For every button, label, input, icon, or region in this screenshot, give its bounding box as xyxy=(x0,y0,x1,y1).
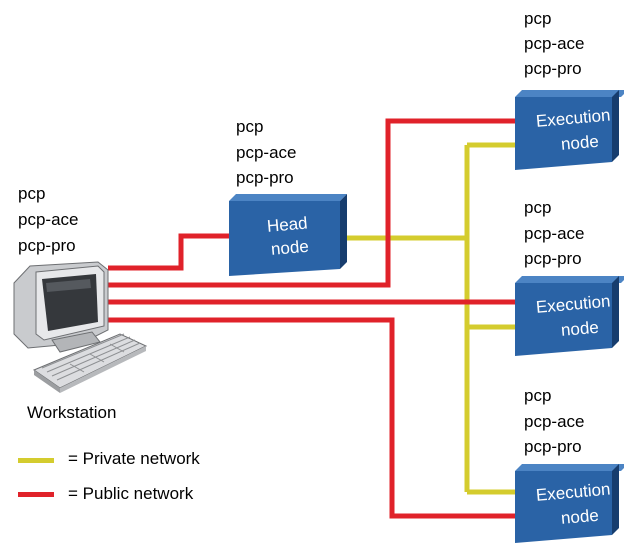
head-node-package-1: pcp xyxy=(236,117,264,136)
legend-public-swatch xyxy=(18,492,54,497)
legend-public-label: = Public network xyxy=(68,484,194,503)
keyboard-front-edge xyxy=(60,346,146,393)
public-link-ws-exec1 xyxy=(108,118,516,288)
execution-node-3[interactable] xyxy=(515,464,624,543)
workstation-package-2: pcp-ace xyxy=(18,210,79,229)
keyboard-front xyxy=(34,370,60,393)
workstation-package-3: pcp-pro xyxy=(18,236,76,255)
public-network-links xyxy=(108,118,516,519)
private-network-links xyxy=(345,142,516,495)
exec-node-1-label-line2: node xyxy=(560,131,600,154)
exec-node-2-package-1: pcp xyxy=(524,198,552,217)
exec-node-2-top xyxy=(515,276,624,283)
head-node-package-2: pcp-ace xyxy=(236,143,297,162)
head-node-label-line2: node xyxy=(270,236,310,259)
monitor-screen-glare xyxy=(46,279,91,292)
execution-node-1[interactable] xyxy=(515,90,624,170)
exec-node-1-package-1: pcp xyxy=(524,9,552,28)
public-link-ws-head xyxy=(108,233,230,271)
exec-node-3-face xyxy=(515,471,612,543)
legend-private-swatch xyxy=(18,458,54,463)
public-link-ws-exec3 xyxy=(108,317,516,519)
legend-private-label: = Private network xyxy=(68,449,200,468)
exec-node-1-top xyxy=(515,90,624,97)
exec-node-2-label-line2: node xyxy=(560,317,600,340)
workstation-label: Workstation xyxy=(27,403,117,422)
exec-node-2-package-3: pcp-pro xyxy=(524,249,582,268)
exec-node-3-side xyxy=(612,464,619,535)
head-node-face xyxy=(229,201,340,276)
exec-node-2-face xyxy=(515,283,612,356)
workstation-package-1: pcp xyxy=(18,184,46,203)
exec-node-1-package-3: pcp-pro xyxy=(524,59,582,78)
exec-node-2-package-2: pcp-ace xyxy=(524,224,585,243)
head-node-side xyxy=(340,194,347,269)
head-node-package-3: pcp-pro xyxy=(236,168,294,187)
keyboard-keys xyxy=(41,333,141,381)
exec-node-1-package-2: pcp-ace xyxy=(524,34,585,53)
head-node[interactable] xyxy=(229,194,347,276)
exec-node-3-package-2: pcp-ace xyxy=(524,412,585,431)
exec-node-3-package-3: pcp-pro xyxy=(524,437,582,456)
head-node-label-line1: Head xyxy=(266,213,309,236)
exec-node-2-side xyxy=(612,276,619,348)
head-node-top xyxy=(229,194,347,201)
exec-node-3-package-1: pcp xyxy=(524,386,552,405)
exec-node-1-face xyxy=(515,97,612,170)
execution-node-2[interactable] xyxy=(515,276,624,356)
exec-node-3-label-line2: node xyxy=(560,505,600,528)
workstation-computer-icon[interactable] xyxy=(13,261,148,393)
exec-node-3-top xyxy=(515,464,624,471)
exec-node-1-side xyxy=(612,90,619,162)
